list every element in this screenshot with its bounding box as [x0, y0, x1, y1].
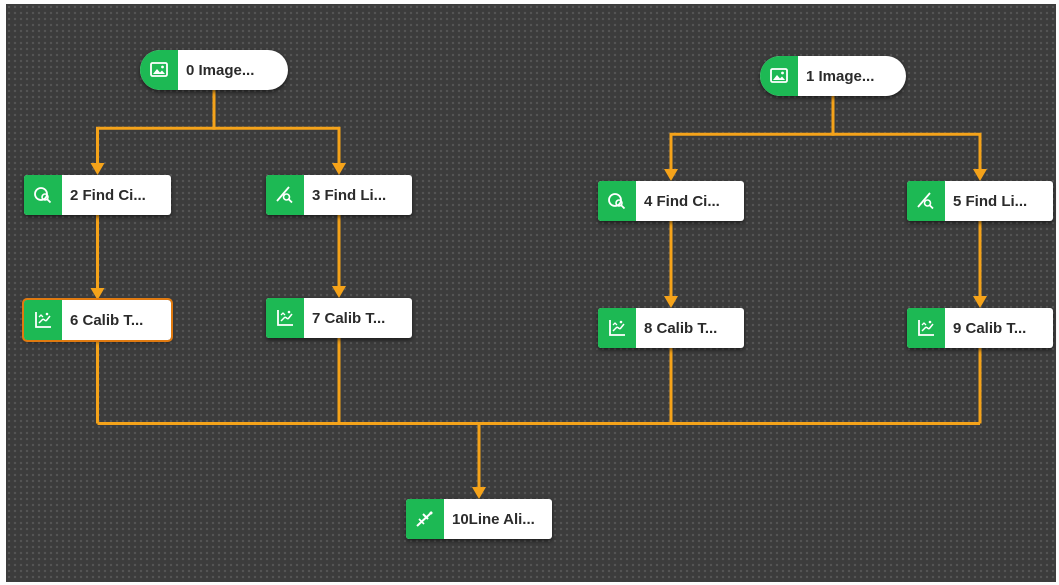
node-label: 1 Image... — [806, 67, 875, 85]
node-label: 10Line Ali... — [452, 510, 535, 528]
arrow-head — [973, 169, 987, 181]
arrow-head — [664, 169, 678, 181]
arrow-head — [332, 286, 346, 298]
flow-canvas[interactable]: 0 Image... 1 Image... 2 Find Ci... 3 Fin… — [6, 4, 1056, 582]
image-icon — [140, 50, 178, 90]
node-0-image-source[interactable]: 0 Image... — [140, 50, 288, 90]
connector-line — [212, 90, 341, 165]
arrow-head — [332, 163, 346, 175]
arrow-head — [90, 163, 105, 175]
node-label: 9 Calib T... — [953, 319, 1027, 337]
node-2-find-circle[interactable]: 2 Find Ci... — [24, 175, 171, 215]
node-8-calib-transform[interactable]: 8 Calib T... — [598, 308, 744, 348]
node-9-calib-transform[interactable]: 9 Calib T... — [907, 308, 1053, 348]
connector-line — [96, 90, 216, 165]
find-circle-icon — [598, 181, 636, 221]
connector-line — [831, 96, 982, 171]
node-label: 3 Find Li... — [312, 186, 387, 204]
connection-layer — [90, 90, 987, 499]
find-line-icon — [266, 175, 304, 215]
find-line-icon — [907, 181, 945, 221]
find-circle-icon — [24, 175, 62, 215]
node-1-image-source[interactable]: 1 Image... — [760, 56, 906, 96]
calib-icon — [24, 300, 62, 340]
arrow-head — [90, 288, 105, 300]
node-7-calib-transform[interactable]: 7 Calib T... — [266, 298, 412, 338]
image-icon — [760, 56, 798, 96]
calib-icon — [598, 308, 636, 348]
node-4-find-circle[interactable]: 4 Find Ci... — [598, 181, 744, 221]
node-label: 4 Find Ci... — [644, 192, 720, 210]
connector-line — [669, 96, 835, 171]
arrow-head — [973, 296, 987, 308]
node-5-find-line[interactable]: 5 Find Li... — [907, 181, 1053, 221]
node-label: 8 Calib T... — [644, 319, 718, 337]
node-label: 5 Find Li... — [953, 192, 1028, 210]
line-align-icon — [406, 499, 444, 539]
node-3-find-line[interactable]: 3 Find Li... — [266, 175, 412, 215]
node-label: 2 Find Ci... — [70, 186, 146, 204]
arrow-head — [664, 296, 678, 308]
arrow-head — [472, 487, 486, 499]
node-6-calib-transform[interactable]: 6 Calib T... — [22, 298, 173, 342]
node-10-line-align[interactable]: 10Line Ali... — [406, 499, 552, 539]
calib-icon — [266, 298, 304, 338]
node-label: 6 Calib T... — [70, 311, 144, 329]
node-label: 7 Calib T... — [312, 309, 386, 327]
calib-icon — [907, 308, 945, 348]
node-label: 0 Image... — [186, 61, 255, 79]
